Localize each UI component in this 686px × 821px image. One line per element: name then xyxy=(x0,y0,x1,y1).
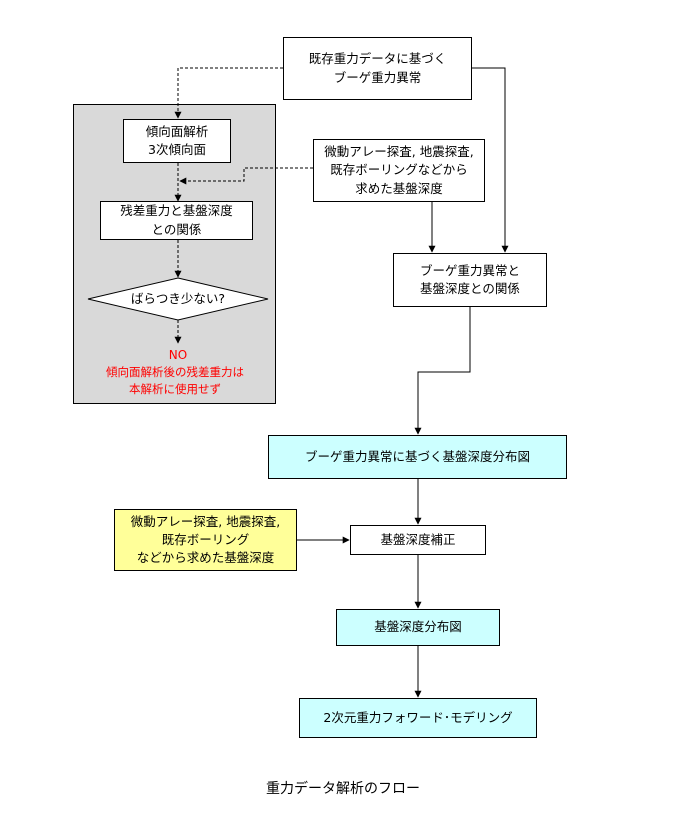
variance-decision-diamond xyxy=(87,277,269,321)
no-label: NO xyxy=(168,348,188,362)
depth-distribution-box: 基盤深度分布図 xyxy=(336,609,500,646)
connector-depth-to-residual xyxy=(179,167,313,185)
residual-note: 傾向面解析後の残差重力は 本解析に使用せず xyxy=(106,365,244,396)
connector-relation-to-distribution xyxy=(414,307,471,435)
variance-decision-label: ばらつき少ない? xyxy=(130,290,226,306)
bouguer-anomaly-box: 既存重力データに基づく ブーゲ重力異常 xyxy=(283,37,472,100)
existing-depth-box-top: 微動アレー探査, 地震探査, 既存ボーリングなどから 求めた基盤深度 xyxy=(313,139,485,202)
connector-bouguer-to-trend xyxy=(174,67,283,119)
existing-depth-box-bottom: 微動アレー探査, 地震探査, 既存ボーリング などから求めた基盤深度 xyxy=(114,509,297,571)
residual-gravity-relation-box: 残差重力と基盤深度 との関係 xyxy=(100,201,253,240)
bouguer-depth-relation-box: ブーゲ重力異常と 基盤深度との関係 xyxy=(393,253,547,307)
trend-surface-box: 傾向面解析 3次傾向面 xyxy=(123,119,231,163)
forward-modeling-box: 2次元重力フォワード･モデリング xyxy=(299,698,537,738)
diagram-caption: 重力データ解析のフロー xyxy=(266,781,420,797)
connector-bouguer-to-relation xyxy=(472,67,509,253)
depth-distribution-from-bouguer-box: ブーゲ重力異常に基づく基盤深度分布図 xyxy=(268,435,567,479)
depth-correction-box: 基盤深度補正 xyxy=(350,525,486,555)
